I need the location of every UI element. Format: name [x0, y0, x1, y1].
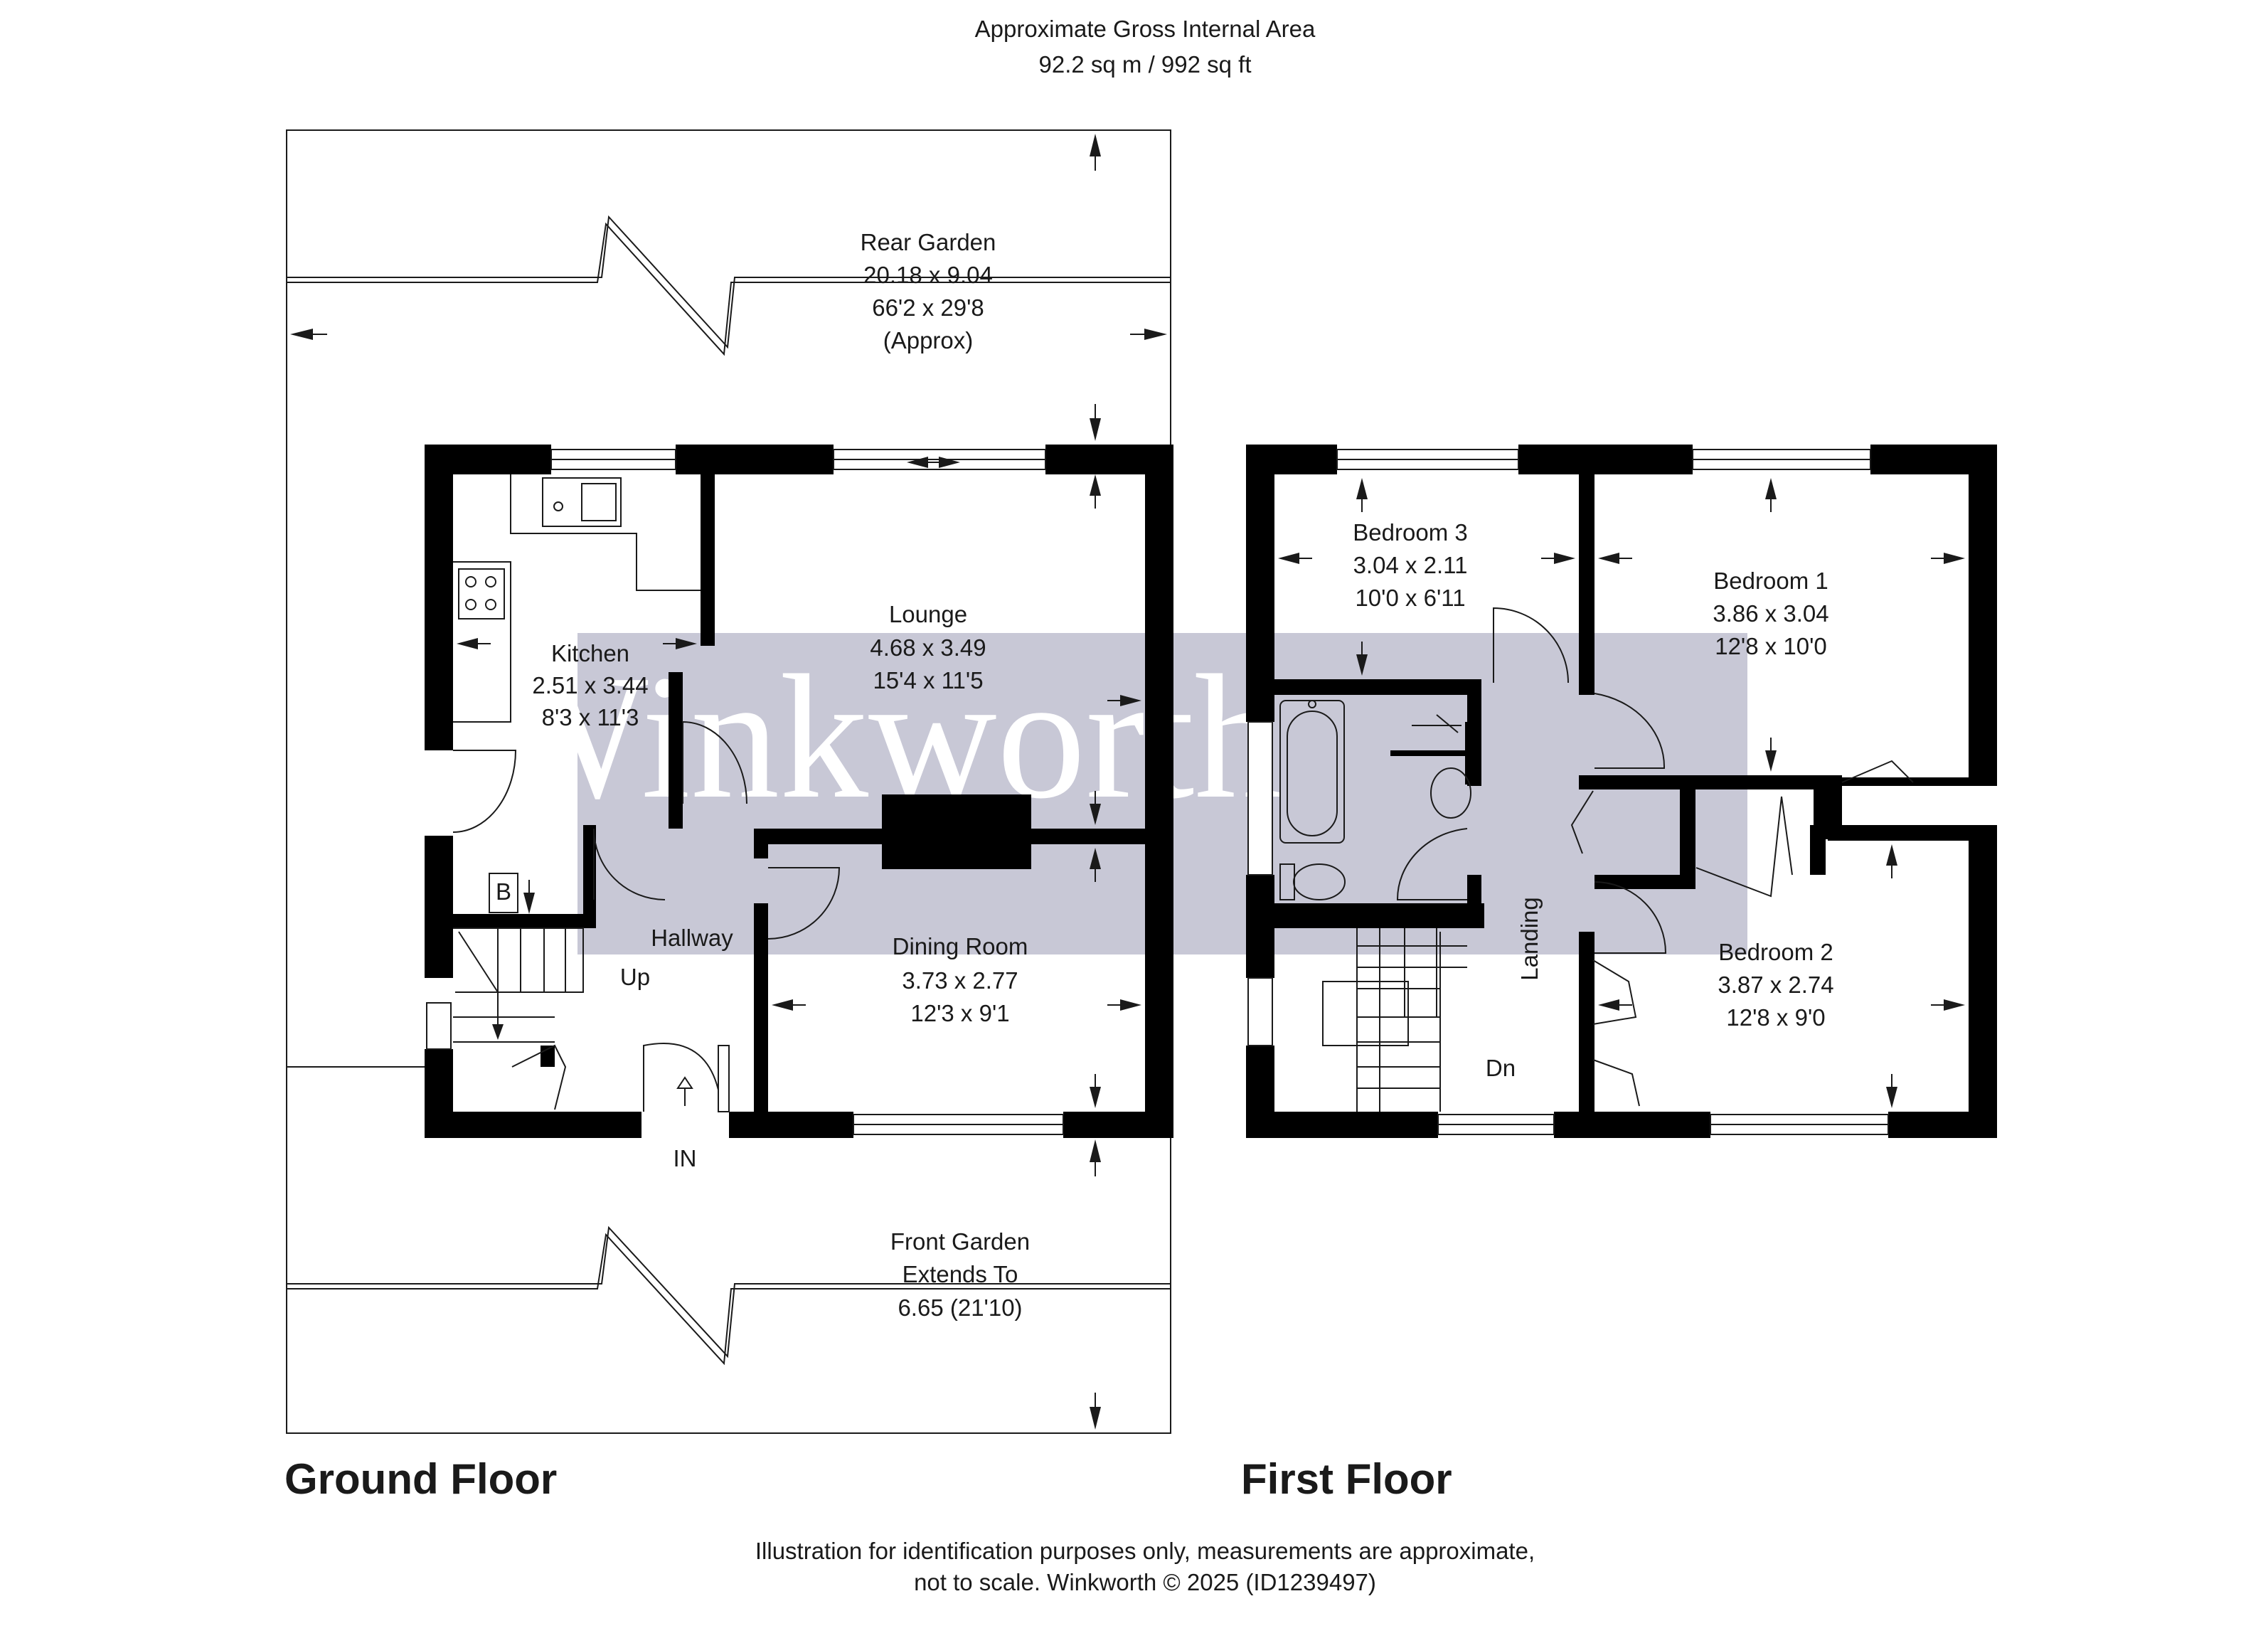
- lounge-dims-ft: 15'4 x 11'5: [873, 667, 983, 693]
- bedroom2-dims-m: 3.87 x 2.74: [1718, 972, 1833, 998]
- kitchen-dims-m: 2.51 x 3.44: [532, 672, 648, 698]
- bedroom2-label: Bedroom 2 3.87 x 2.74 12'8 x 9'0: [1718, 939, 1833, 1031]
- lounge-name: Lounge: [889, 601, 967, 627]
- header-area-title: Approximate Gross Internal Area: [975, 16, 1316, 42]
- bedroom1-dims-m: 3.86 x 3.04: [1713, 600, 1828, 627]
- ground-floor-walls: [425, 445, 1173, 1138]
- rear-garden-note: (Approx): [883, 327, 974, 353]
- kitchen-dims-ft: 8'3 x 11'3: [542, 704, 639, 730]
- bedroom2-name: Bedroom 2: [1718, 939, 1833, 965]
- first-floor-stairs: [1322, 928, 1467, 1112]
- bedroom1-dims-ft: 12'8 x 10'0: [1715, 633, 1827, 659]
- first-floor-windows: [1247, 449, 1889, 1135]
- stairs-up-label: Up: [620, 964, 650, 990]
- rear-garden-label: Rear Garden 20.18 x 9.04 66'2 x 29'8 (Ap…: [861, 229, 996, 353]
- ground-floor-title: Ground Floor: [284, 1455, 557, 1503]
- landing-label: Landing: [1516, 897, 1543, 980]
- bedroom3-label: Bedroom 3 3.04 x 2.11 10'0 x 6'11: [1353, 519, 1467, 611]
- kitchen-label: Kitchen 2.51 x 3.44 8'3 x 11'3: [532, 640, 648, 730]
- ground-floor-stairs: [453, 927, 584, 1110]
- ground-floor-windows: [426, 449, 1064, 1135]
- bedroom3-dims-m: 3.04 x 2.11: [1353, 552, 1468, 578]
- rear-garden-dims-m: 20.18 x 9.04: [863, 262, 993, 288]
- room-dimension-arrows: [457, 457, 1141, 1108]
- bathroom-fittings: [1279, 700, 1471, 900]
- dining-room-name: Dining Room: [893, 933, 1028, 959]
- bedroom3-name: Bedroom 3: [1353, 519, 1467, 546]
- kitchen-fittings: [453, 474, 701, 913]
- bedroom1-name: Bedroom 1: [1713, 568, 1828, 594]
- boiler-label: B: [496, 878, 511, 905]
- dining-room-dims-m: 3.73 x 2.77: [902, 967, 1018, 994]
- kitchen-name: Kitchen: [551, 640, 629, 666]
- entrance-label: IN: [674, 1145, 697, 1171]
- header-area-value: 92.2 sq m / 992 sq ft: [1039, 51, 1252, 78]
- first-floor-doors: [1396, 607, 1914, 1107]
- first-floor-dimension-arrows: [1278, 478, 1965, 1108]
- rear-garden-dims-ft: 66'2 x 29'8: [872, 294, 984, 321]
- rear-garden-name: Rear Garden: [861, 229, 996, 255]
- first-floor-title: First Floor: [1241, 1455, 1452, 1503]
- dining-room-label: Dining Room 3.73 x 2.77 12'3 x 9'1: [893, 933, 1028, 1026]
- dimension-arrows: [290, 134, 1167, 1430]
- stairs-down-label: Dn: [1486, 1055, 1516, 1081]
- boiler-icon: [489, 873, 518, 913]
- lounge-label: Lounge 4.68 x 3.49 15'4 x 11'5: [870, 601, 986, 693]
- ground-floor-doors: [452, 720, 841, 1112]
- footer-disclaimer-line2: not to scale. Winkworth © 2025 (ID123949…: [914, 1569, 1376, 1595]
- first-floor-walls: [1246, 445, 1997, 1138]
- footer-disclaimer-line1: Illustration for identification purposes…: [755, 1538, 1535, 1564]
- bedroom2-dims-ft: 12'8 x 9'0: [1726, 1004, 1825, 1031]
- bedroom3-dims-ft: 10'0 x 6'11: [1355, 585, 1465, 611]
- dining-room-dims-ft: 12'3 x 9'1: [910, 1000, 1009, 1026]
- bedroom1-label: Bedroom 1 3.86 x 3.04 12'8 x 10'0: [1713, 568, 1828, 659]
- lounge-dims-m: 4.68 x 3.49: [870, 634, 986, 661]
- entrance-arrow-icon: [676, 1076, 693, 1106]
- front-garden-label: Front Garden Extends To 6.65 (21'10): [890, 1228, 1030, 1321]
- hallway-label: Hallway: [651, 925, 733, 951]
- front-garden-line3: 6.65 (21'10): [898, 1294, 1022, 1321]
- front-garden-line2: Extends To: [903, 1261, 1018, 1287]
- front-garden-name: Front Garden: [890, 1228, 1030, 1255]
